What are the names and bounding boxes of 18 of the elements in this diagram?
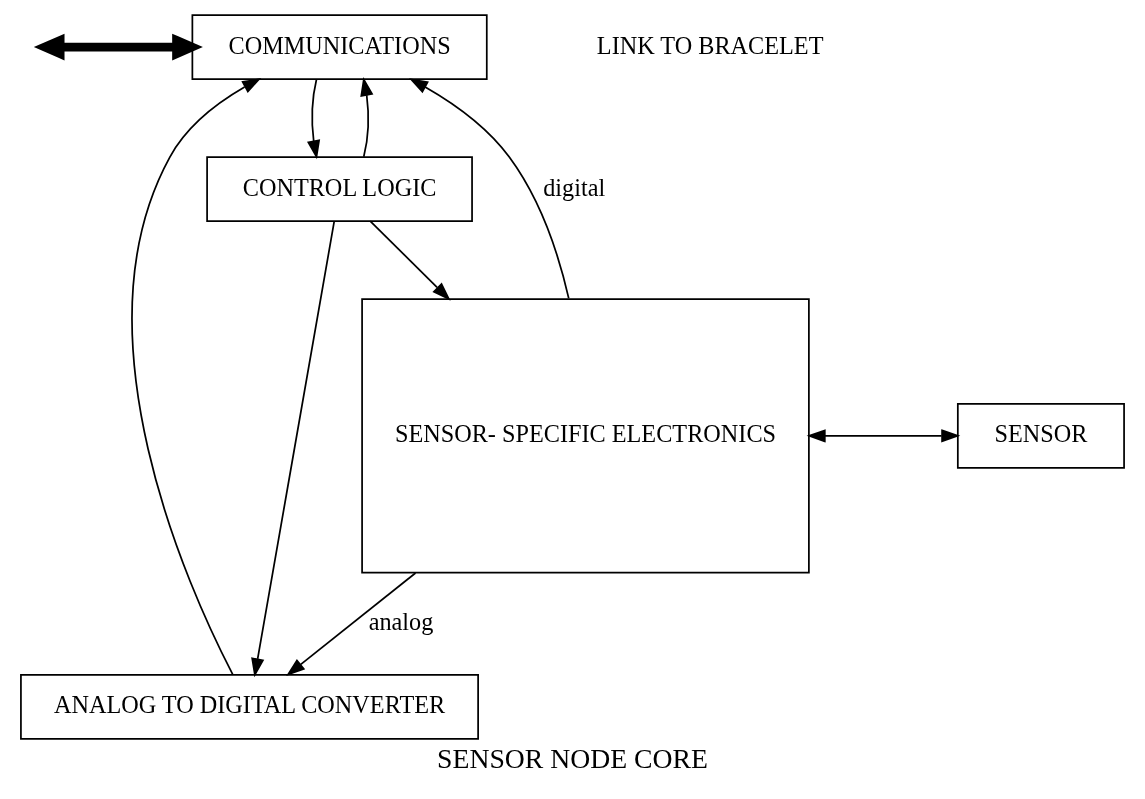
node-box: CONTROL LOGIC (206, 156, 473, 222)
arrow (307, 78, 321, 160)
arrow (251, 220, 336, 678)
arrow (286, 572, 417, 677)
node-box: ANALOG TO DIGITAL CONVERTER (20, 674, 479, 740)
edge-label: digital (543, 173, 606, 201)
node-box: SENSOR- SPECIFIC ELECTRONICS (361, 298, 810, 574)
edge-label: analog (368, 608, 434, 636)
node-box: SENSOR (956, 402, 1125, 469)
arrow (360, 76, 374, 158)
arrow (409, 78, 570, 300)
arrow (131, 78, 262, 676)
arrow (369, 220, 451, 301)
arrow (33, 33, 203, 61)
node-box: COMMUNICATIONS (191, 14, 488, 80)
arrow (806, 429, 961, 443)
caption: SENSOR NODE CORE (437, 743, 708, 775)
label: LINK TO BRACELET (596, 31, 824, 59)
